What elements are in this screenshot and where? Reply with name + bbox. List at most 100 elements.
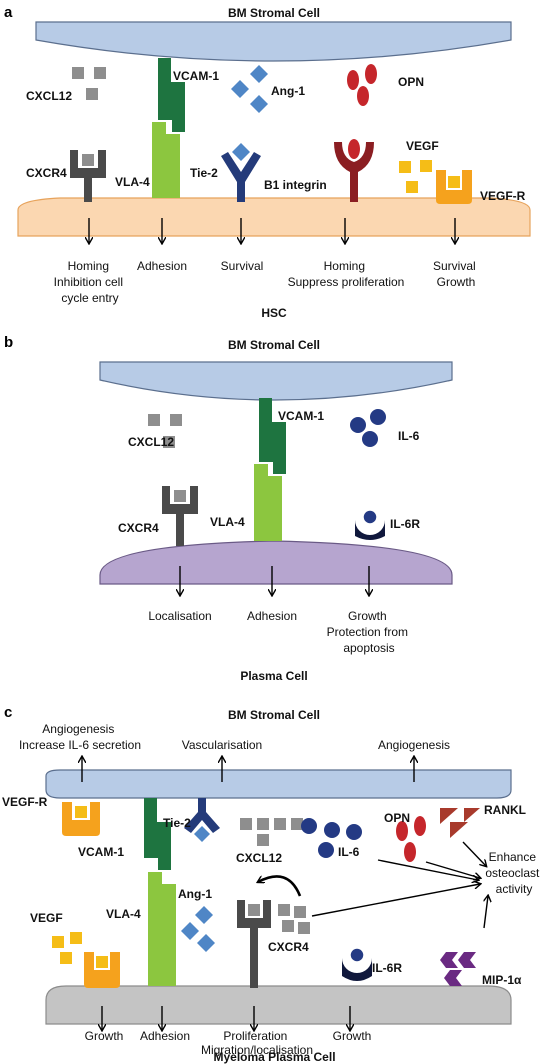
- vegf-bound-icon: [96, 956, 108, 968]
- vegf-bound-icon: [75, 806, 87, 818]
- ang1-bound-icon: [194, 826, 210, 842]
- outcome-growth-label: Growth: [85, 1029, 124, 1043]
- arrow-icon: [311, 884, 480, 917]
- top-outcome-angiogenesis-il6: Angiogenesis Increase IL-6 secretion: [19, 722, 141, 752]
- mip1a-label: MIP-1α: [482, 973, 522, 987]
- vcam1-bar-icon: [259, 398, 286, 474]
- vegf-square-icon: [399, 160, 432, 193]
- ang1-diamond-icon: [231, 65, 268, 113]
- vcam1-label: VCAM-1: [173, 69, 219, 83]
- panel-a: a BM Stromal Cell CXCL12 VCAM-1 Ang-1 OP…: [4, 4, 531, 320]
- mip1a-chevron-icon: [440, 952, 476, 986]
- il6-circle-icon: [350, 409, 386, 447]
- vla4-bar-icon: [152, 122, 180, 198]
- stromal-cell: [45, 769, 512, 799]
- outcome-homing-inhibition: Homing Inhibition cell cycle entry: [54, 259, 127, 305]
- outcome-growth-protection: Growth Protection from apoptosis: [327, 609, 412, 655]
- outcome-adhesion: Adhesion: [137, 259, 187, 273]
- panel-b-letter: b: [4, 334, 13, 351]
- b1-integrin-icon: [334, 142, 374, 202]
- vla4-bar-icon: [148, 872, 176, 986]
- il6-bound-icon: [349, 947, 365, 963]
- autocrine-arrow-icon: [258, 875, 302, 897]
- vla4-label: VLA-4: [115, 175, 150, 189]
- opn-oval-icon: [396, 816, 426, 862]
- il6r-cup-icon: [355, 520, 385, 540]
- ang1-bound-icon: [232, 143, 250, 161]
- opn-label: OPN: [398, 75, 424, 89]
- stromal-cell-title: BM Stromal Cell: [228, 708, 320, 722]
- outcome-adhesion: Adhesion: [140, 1029, 190, 1043]
- cxcl12-label: CXCL12: [26, 89, 72, 103]
- cxcl12-label: CXCL12: [128, 435, 174, 449]
- panel-c-letter: c: [4, 704, 12, 721]
- arrow-icon: [484, 896, 488, 929]
- il6r-cup-icon: [342, 958, 372, 981]
- cxcr4-receptor-icon: [237, 900, 271, 988]
- arrow-icon: [425, 861, 480, 878]
- stromal-cell-title: BM Stromal Cell: [228, 6, 320, 20]
- myeloma-cell-membrane: [45, 985, 512, 1025]
- rankl-triangle-icon: [440, 808, 480, 838]
- outcome-arrows: [89, 218, 455, 243]
- cxcr4-label: CXCR4: [268, 940, 309, 954]
- stromal-cell: [99, 361, 453, 401]
- opn-label: OPN: [384, 811, 410, 825]
- stromal-cell-title: BM Stromal Cell: [228, 338, 320, 352]
- panel-b: b BM Stromal Cell CXCL12 VCAM-1 IL-6 CXC…: [4, 334, 453, 683]
- top-outcome-angiogenesis: Angiogenesis: [378, 738, 450, 752]
- cxcr4-label: CXCR4: [118, 521, 159, 535]
- ang1-diamond-icon: [181, 906, 215, 952]
- cxcr4-label: CXCR4: [26, 166, 67, 180]
- outcome-proliferation-migration: Proliferation Migration/localisation: [201, 1029, 313, 1057]
- il6-label: IL-6: [338, 845, 360, 859]
- panel-c: c BM Stromal Cell Angiogenesis Increase …: [2, 704, 542, 1057]
- cxcl12-bound-icon: [82, 154, 94, 166]
- b1-integrin-label: B1 integrin: [264, 178, 327, 192]
- rankl-label: RANKL: [484, 803, 526, 817]
- cxcr4-receptor-icon: [162, 486, 198, 546]
- opn-bound-icon: [348, 139, 360, 159]
- il6r-label: IL-6R: [372, 961, 402, 975]
- vcam1-label: VCAM-1: [78, 845, 124, 859]
- tie2-label: Tie-2: [163, 816, 191, 830]
- myeloma-cell-title: Myeloma Plasma Cell: [213, 1050, 336, 1064]
- top-outcome-vascularisation: Vascularisation: [182, 738, 262, 752]
- il6-circle-icon: [301, 818, 362, 858]
- vegf-label: VEGF: [406, 139, 439, 153]
- outcome-localisation: Localisation: [148, 609, 211, 623]
- cxcl12-square-icon: [278, 904, 310, 934]
- ang1-label: Ang-1: [271, 84, 305, 98]
- hsc-title: HSC: [261, 306, 287, 320]
- tie2-y-receptor-icon: [184, 798, 220, 833]
- il6-bound-icon: [362, 509, 378, 525]
- arrow-icon: [377, 859, 478, 880]
- vegf-square-icon: [52, 932, 82, 964]
- top-arrows: [82, 757, 414, 782]
- vegfr-cup-icon: [436, 170, 472, 204]
- panel-a-letter: a: [4, 4, 13, 21]
- cxcl12-bound-icon: [248, 904, 260, 916]
- vegfr-cup-icon: [84, 952, 120, 988]
- outcome-adhesion: Adhesion: [247, 609, 297, 623]
- il6r-label: IL-6R: [390, 517, 420, 531]
- vcam1-bar-icon: [144, 798, 171, 870]
- vegfr-label: VEGF-R: [2, 795, 48, 809]
- outcome-arrows: [102, 1006, 350, 1030]
- outcome-arrows: [180, 566, 369, 595]
- cxcl12-square-icon: [148, 414, 182, 448]
- outcome-growth: Growth: [333, 1029, 372, 1043]
- vegfr-label: VEGF-R: [480, 189, 526, 203]
- osteoclast-arrows: [311, 841, 488, 929]
- vcam1-label: VCAM-1: [278, 409, 324, 423]
- plasma-cell-title: Plasma Cell: [240, 669, 307, 683]
- cxcr4-receptor-icon: [70, 150, 106, 202]
- tie2-y-receptor-icon: [221, 152, 261, 202]
- stromal-cell: [35, 21, 512, 62]
- enhance-osteoclast-activity: Enhance osteoclast activity: [485, 850, 542, 896]
- cxcl12-square-icon: [72, 67, 106, 100]
- outcome-survival-growth: Survival Growth: [433, 259, 479, 289]
- cxcl12-label: CXCL12: [236, 851, 282, 865]
- outcome-survival: Survival: [221, 259, 264, 273]
- vla4-bar-icon: [254, 464, 282, 541]
